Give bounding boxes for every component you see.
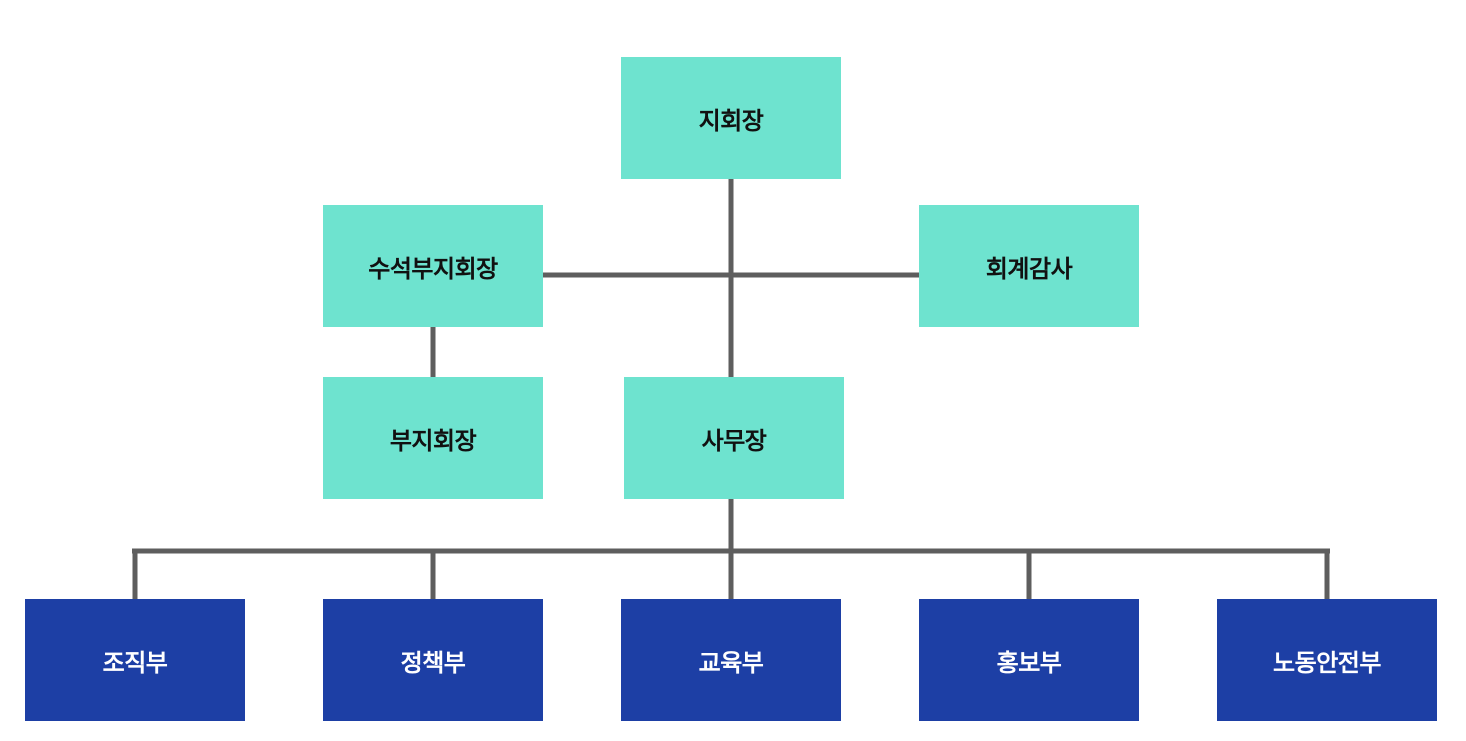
node-branch-chair-label: 지회장 — [698, 106, 764, 135]
node-secretary-general: 사무장 — [624, 377, 844, 499]
node-dept-public-relations-label: 홍보부 — [996, 648, 1062, 677]
node-accounting-audit: 회계감사 — [919, 205, 1139, 327]
node-dept-organization: 조직부 — [25, 599, 245, 721]
node-senior-vice-chair-label: 수석부지회장 — [368, 254, 498, 283]
node-accounting-audit-label: 회계감사 — [985, 254, 1073, 283]
node-vice-chair: 부지회장 — [323, 377, 543, 499]
node-dept-policy: 정책부 — [323, 599, 543, 721]
node-dept-policy-label: 정책부 — [400, 648, 466, 677]
node-dept-education: 교육부 — [621, 599, 841, 721]
node-branch-chair: 지회장 — [621, 57, 841, 179]
node-vice-chair-label: 부지회장 — [389, 426, 477, 455]
node-secretary-general-label: 사무장 — [701, 426, 767, 455]
node-dept-organization-label: 조직부 — [102, 648, 168, 677]
node-dept-labor-safety-label: 노동안전부 — [1273, 648, 1381, 677]
node-senior-vice-chair: 수석부지회장 — [323, 205, 543, 327]
node-dept-public-relations: 홍보부 — [919, 599, 1139, 721]
node-dept-labor-safety: 노동안전부 — [1217, 599, 1437, 721]
node-dept-education-label: 교육부 — [698, 648, 764, 677]
